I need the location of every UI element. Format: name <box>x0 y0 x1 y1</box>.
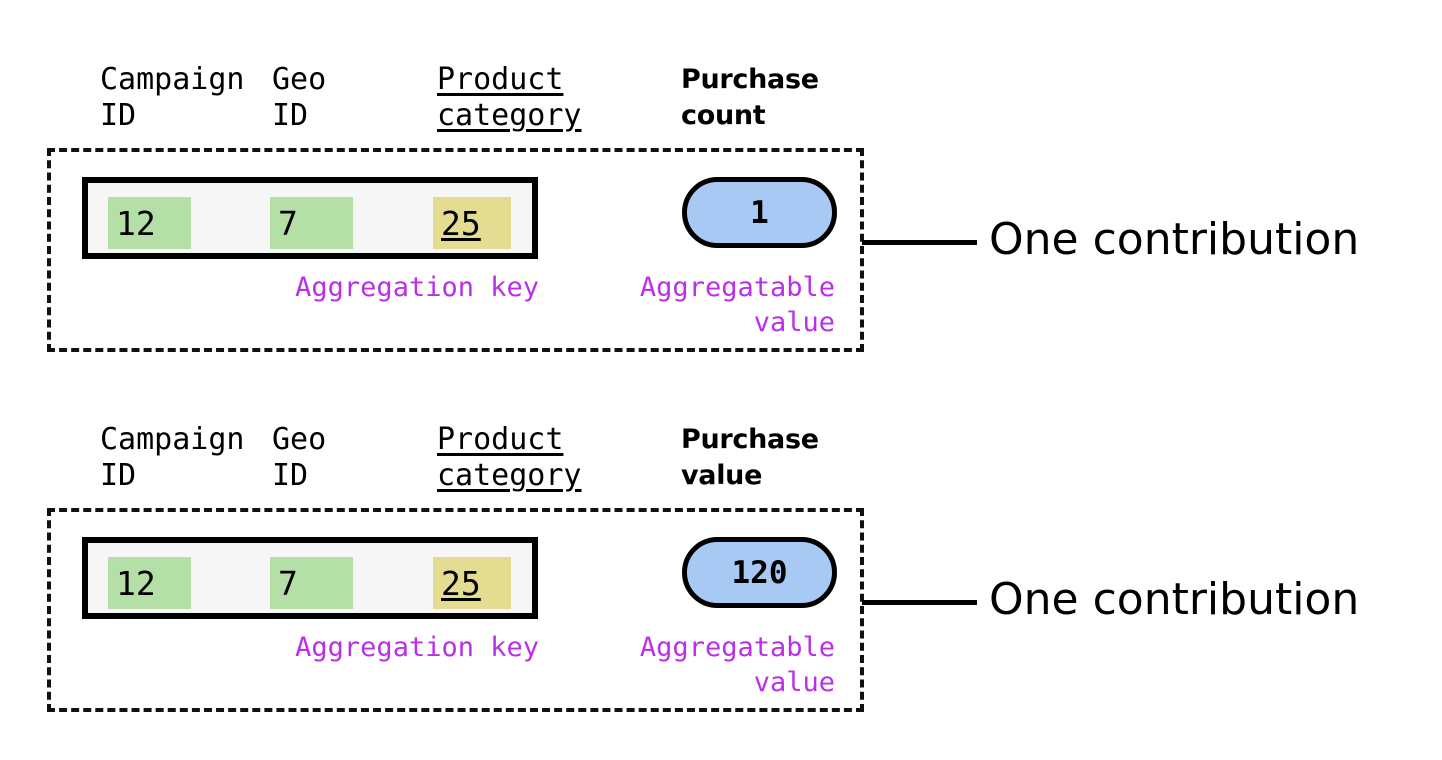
header-campaign-id-2: Campaign ID <box>100 422 245 493</box>
annotation-aggregatable-value-line2-2: value <box>753 667 835 698</box>
header-purchase-value-line1: Purchase <box>681 424 819 455</box>
annotation-aggregation-key-1: Aggregation key <box>295 272 539 303</box>
contribution-boundary-2: 12 7 25 120 Aggregation key Aggregatable… <box>47 508 864 712</box>
contribution-boundary-1: 12 7 25 1 Aggregation key Aggregatable va… <box>47 148 864 352</box>
annotation-aggregatable-value-line2-1: value <box>753 307 835 338</box>
key-cell-product-category-value-1: 25 <box>441 203 481 243</box>
header-purchase-count-line2: count <box>681 100 766 131</box>
aggregation-key-box-2: 12 7 25 <box>82 537 538 619</box>
aggregation-key-box-1: 12 7 25 <box>82 177 538 259</box>
header-product-category-line1: Product <box>437 62 564 97</box>
aggregatable-value-pill-1: 1 <box>682 177 837 248</box>
key-cell-product-category-1: 25 <box>433 197 511 249</box>
callout-label-1: One contribution <box>989 214 1360 265</box>
header-geo-id-2: Geo ID <box>272 422 327 493</box>
key-cell-campaign-id-2: 12 <box>108 557 191 609</box>
key-cell-product-category-2: 25 <box>433 557 511 609</box>
key-cell-geo-id-1: 7 <box>270 197 353 249</box>
annotation-aggregatable-value-line1-2: Aggregatable <box>639 632 835 663</box>
header-geo-id: Geo ID <box>272 62 327 133</box>
key-cell-campaign-id-1: 12 <box>108 197 191 249</box>
callout-leader-line-2 <box>862 600 977 605</box>
key-cell-geo-id-2: 7 <box>270 557 353 609</box>
header-purchase-count-line1: Purchase <box>681 64 819 95</box>
callout-label-2: One contribution <box>989 574 1360 625</box>
key-cell-product-category-value-2: 25 <box>441 563 481 603</box>
header-product-category-line2-2: category <box>437 458 582 493</box>
header-product-category-line1-2: Product <box>437 422 564 457</box>
annotation-aggregatable-value-line1-1: Aggregatable <box>639 272 835 303</box>
header-campaign-id: Campaign ID <box>100 62 245 133</box>
header-product-category-line2: category <box>437 98 582 133</box>
callout-leader-line-1 <box>862 240 977 245</box>
annotation-aggregatable-value-2: Aggregatable value <box>551 630 835 700</box>
annotation-aggregatable-value-1: Aggregatable value <box>551 270 835 340</box>
header-purchase-value: Purchase value <box>681 422 819 494</box>
header-purchase-value-line2: value <box>681 460 763 491</box>
header-purchase-count: Purchase count <box>681 62 819 134</box>
annotation-aggregation-key-2: Aggregation key <box>295 632 539 663</box>
aggregatable-value-pill-2: 120 <box>682 537 837 608</box>
